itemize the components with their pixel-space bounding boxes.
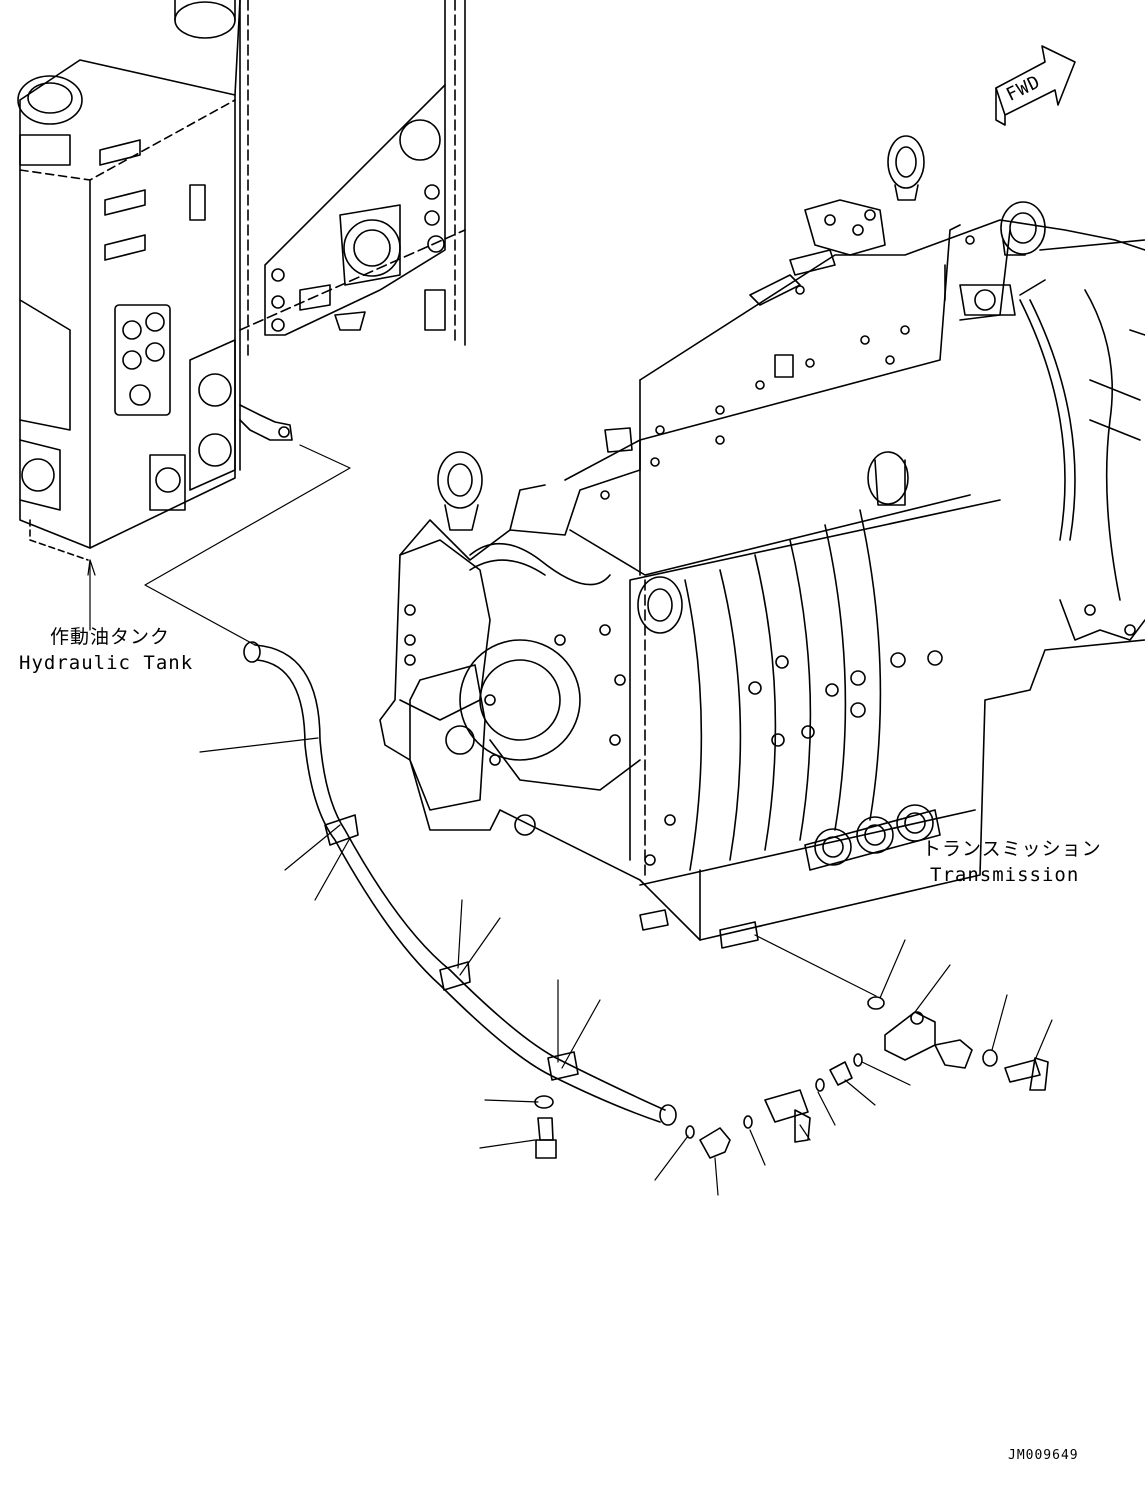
fittings-drawing (535, 997, 1048, 1158)
drawing-code: JM009649 (1008, 1448, 1079, 1463)
hose-drawing (244, 642, 676, 1125)
transmission-drawing (380, 136, 1145, 948)
hydraulic-tank-label-jp: 作動油タンク (50, 626, 171, 648)
hydraulic-tank-label-en: Hydraulic Tank (19, 652, 194, 674)
hydraulic-tank-drawing (18, 0, 240, 560)
frame-bracket-drawing (240, 0, 465, 470)
transmission-label-en: Transmission (930, 864, 1080, 886)
transmission-label-jp: トランスミッション (922, 838, 1102, 860)
fwd-arrow-icon (996, 46, 1075, 125)
leader-lines (88, 445, 1052, 1195)
